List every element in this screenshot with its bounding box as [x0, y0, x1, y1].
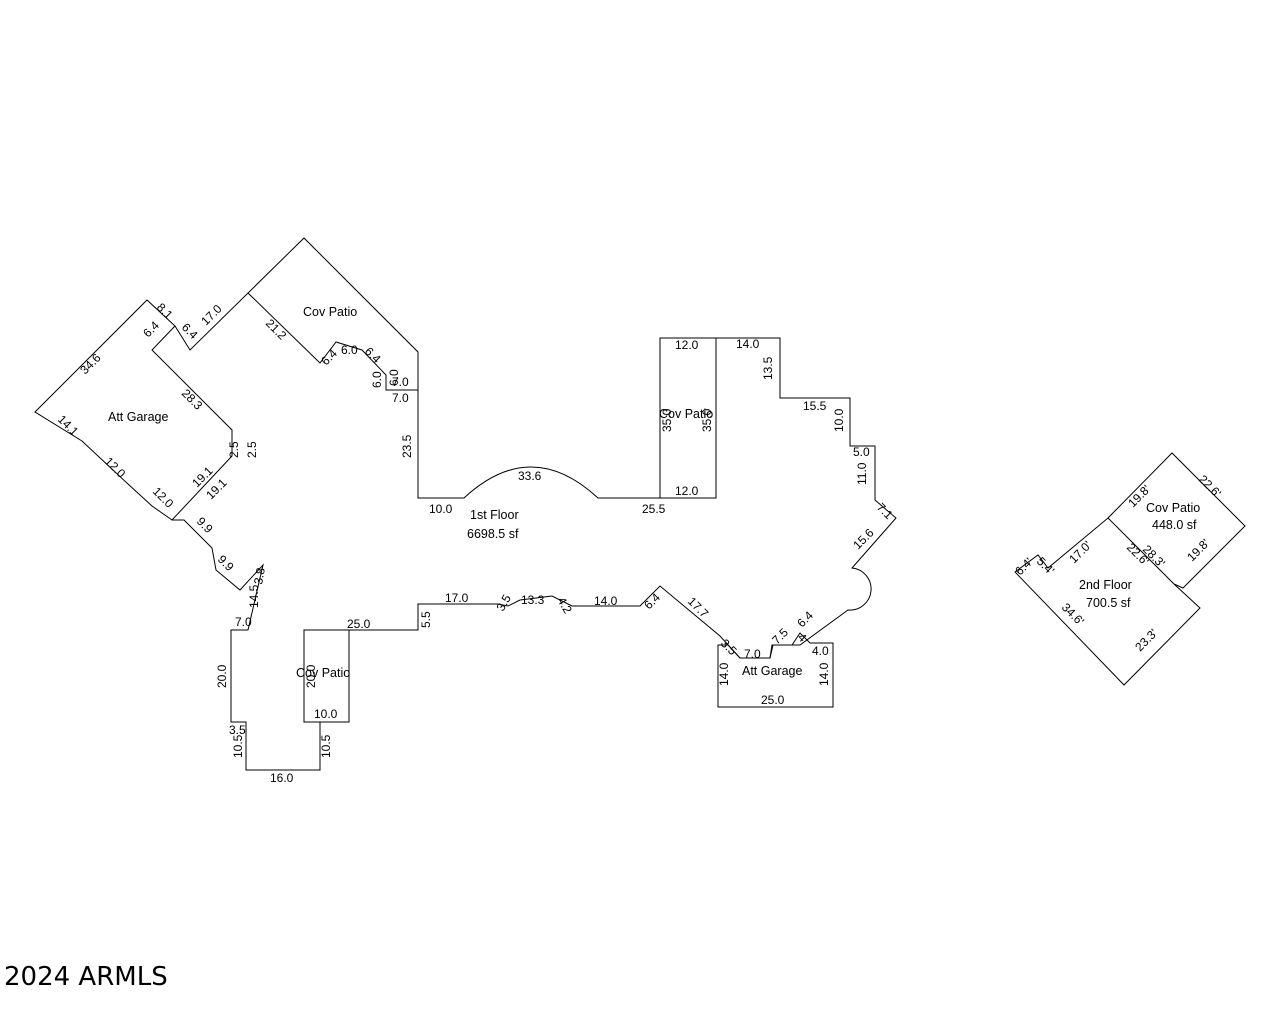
dimension-label: 22.6'	[1196, 472, 1224, 500]
dimension-label: 16.0	[270, 771, 294, 785]
dimension-label: 15.6	[850, 525, 877, 552]
room-label-cov-patio-center: Cov Patio	[659, 407, 713, 421]
dimension-label: 17.7	[685, 594, 712, 621]
dimension-label: 14.5	[247, 584, 261, 608]
dimension-label: 10.5	[319, 734, 333, 758]
dimension-label: 5.0	[853, 445, 870, 459]
dimension-label: 12.0	[675, 484, 699, 498]
dimension-label: 28.3	[179, 386, 206, 413]
dimension-label: 10.0	[429, 502, 453, 516]
dimension-label: 17.0'	[1066, 538, 1094, 566]
dimension-label: 4.0	[812, 644, 829, 658]
dimension-label: 6.4'	[1012, 555, 1035, 578]
dimension-label: 6.4	[362, 344, 384, 366]
room-label-cov-patio-bottom: Cov Patio	[296, 666, 350, 680]
dimension-label: 17.0	[198, 301, 225, 328]
left-garage-outline	[34, 299, 233, 521]
room-label-att-garage-left: Att Garage	[108, 410, 168, 424]
dimension-label: 15.5	[803, 399, 827, 413]
dimension-label: 6.4	[179, 320, 201, 342]
second-patio-outline	[1107, 452, 1246, 589]
dimension-label: 6.0	[370, 371, 384, 388]
dimension-label: 4.2	[554, 595, 575, 617]
dimension-label: 14.0	[817, 662, 831, 686]
second-floor-outline	[1014, 517, 1201, 686]
room-label-cov-patio-second-area: 448.0 sf	[1152, 518, 1197, 532]
dimension-label: 14.0	[736, 337, 760, 351]
room-label-att-garage-right: Att Garage	[742, 664, 802, 678]
dimension-label: 13.3	[521, 593, 545, 607]
dimension-label: 34.6'	[1059, 600, 1087, 628]
dimension-label: 5.4'	[1034, 554, 1057, 577]
dimension-label: 6.4	[641, 590, 663, 612]
dimension-label: 20.0	[215, 664, 229, 688]
dimension-label: 19.8'	[1184, 536, 1212, 564]
dimension-label: 9.9	[215, 552, 237, 574]
dimension-label: 7.0	[392, 375, 409, 389]
dimension-label: 33.6	[518, 469, 542, 483]
room-label-first-floor: 1st Floor	[470, 508, 519, 522]
top-patio-outline	[174, 237, 419, 391]
dimension-label: 21.2	[263, 316, 290, 343]
dimension-label: 3.5	[493, 592, 514, 614]
dimension-label: 23.5	[400, 434, 414, 458]
room-label-second-floor-area: 700.5 sf	[1086, 596, 1131, 610]
dimension-label: 13.5	[761, 356, 775, 380]
dimension-label: 10.0	[832, 408, 846, 432]
dimension-label: 8.1	[154, 300, 176, 322]
dimension-label: 3.5	[229, 723, 246, 737]
dimension-label: 14.1	[55, 412, 82, 439]
dimension-label: 6.4	[140, 318, 162, 340]
dimension-label: 6.4	[318, 346, 340, 368]
dimension-label: 7.5	[769, 625, 791, 647]
dimension-label: 5.5	[419, 611, 433, 628]
dimension-label: 2.5	[227, 441, 241, 458]
dimension-label: 25.5	[642, 502, 666, 516]
dimension-label: 6.4	[794, 608, 816, 630]
dimension-label: 23.3'	[1132, 626, 1160, 654]
dimension-label: 20.0	[304, 664, 318, 688]
room-label-cov-patio-top: Cov Patio	[303, 305, 357, 319]
right-garage-outline	[717, 632, 834, 708]
dimension-label: 7.1	[874, 500, 896, 522]
dimension-label: 17.0	[445, 591, 469, 605]
dimension-label: 35.0	[700, 408, 714, 432]
dimension-label: 14.0	[594, 594, 618, 608]
center-patio-outline	[659, 337, 717, 499]
dimension-label: 14.0	[717, 662, 731, 686]
dimension-label: 3.8	[251, 566, 268, 585]
bottom-patio-outline	[303, 629, 350, 723]
dimension-label: 7.0	[235, 615, 252, 629]
dimension-label: 10.5	[231, 734, 245, 758]
first-floor-outline	[172, 337, 897, 771]
copyright-watermark: 2024 ARMLS	[4, 962, 168, 992]
dimension-label: 11.0	[855, 462, 869, 485]
dimension-label: 6.0	[341, 343, 358, 357]
dimension-label: 35.0	[660, 408, 674, 432]
dimension-label: 7.0	[744, 647, 761, 661]
room-label-first-floor-area: 6698.5 sf	[467, 527, 519, 541]
dimension-label: 12.0	[675, 338, 699, 352]
dimension-label: 12.0	[102, 454, 129, 481]
dimension-label: 10.0	[314, 707, 338, 721]
dimension-label: 6.0	[387, 369, 401, 386]
room-label-second-floor: 2nd Floor	[1079, 578, 1132, 592]
dimension-label: 7.0	[392, 391, 409, 405]
dimension-label: 34.6	[77, 350, 104, 377]
room-label-cov-patio-second: Cov Patio	[1146, 501, 1200, 515]
dimension-label: 25.0	[347, 617, 371, 631]
dimension-label: 25.0	[761, 693, 785, 707]
dimension-label: 2.5	[245, 441, 259, 458]
